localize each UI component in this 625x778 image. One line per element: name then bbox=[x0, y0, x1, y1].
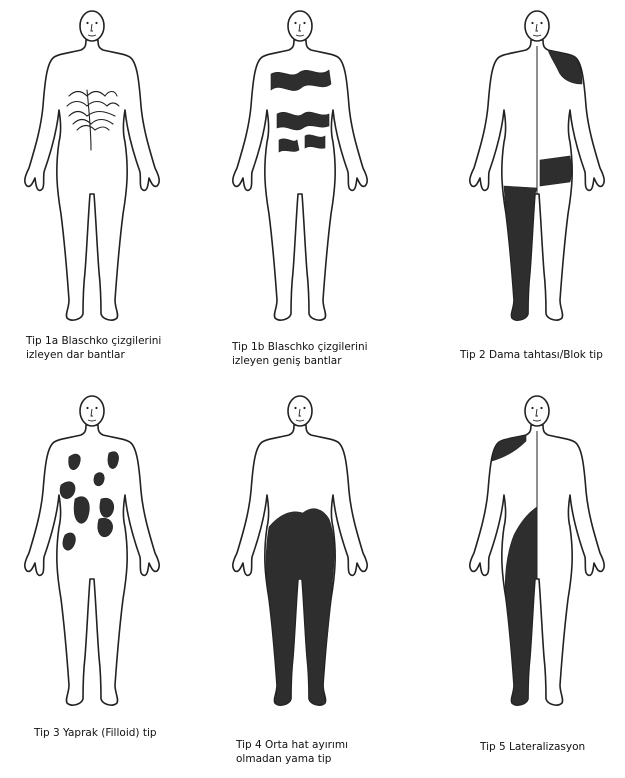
caption-tip3: Tip 3 Yaprak (Filloid) tip bbox=[34, 726, 157, 740]
tip1b-broad-band-2 bbox=[277, 112, 329, 130]
tip3-leaf-patch-8 bbox=[94, 473, 104, 486]
caption-tip2: Tip 2 Dama tahtası/Blok tip bbox=[460, 348, 603, 362]
tip1a-left-eye bbox=[86, 22, 88, 24]
tip3-leaf-patch-5 bbox=[100, 498, 114, 517]
tip4-right-eye bbox=[303, 407, 305, 409]
tip3-left-eye bbox=[86, 407, 88, 409]
tip1b-broad-band-3 bbox=[279, 139, 299, 152]
body-figure-tip1b bbox=[225, 10, 375, 330]
tip1a-body-outline bbox=[25, 40, 159, 320]
tip1b-right-eye bbox=[303, 22, 305, 24]
caption-tip1b: Tip 1b Blaschko çizgilerini izleyen geni… bbox=[232, 340, 368, 368]
tip4-left-eye bbox=[294, 407, 296, 409]
body-figure-tip1a bbox=[17, 10, 167, 330]
tip2-right-eye bbox=[540, 22, 542, 24]
tip2-hip-block bbox=[540, 156, 572, 186]
tip5-left-eye bbox=[531, 407, 533, 409]
tip2-left-eye bbox=[531, 22, 533, 24]
caption-tip1a: Tip 1a Blaschko çizgilerini izleyen dar … bbox=[26, 334, 161, 362]
caption-tip5: Tip 5 Lateralizasyon bbox=[480, 740, 585, 754]
body-figure-tip4 bbox=[225, 395, 375, 715]
tip1a-right-eye bbox=[95, 22, 97, 24]
body-figure-tip5 bbox=[462, 395, 612, 715]
body-figure-tip2 bbox=[462, 10, 612, 330]
caption-tip4: Tip 4 Orta hat ayırımı olmadan yama tip bbox=[236, 738, 348, 766]
tip3-body-outline bbox=[25, 425, 159, 705]
tip1b-left-eye bbox=[294, 22, 296, 24]
tip3-leaf-patch-4 bbox=[74, 497, 89, 524]
tip3-right-eye bbox=[95, 407, 97, 409]
body-figure-tip3 bbox=[17, 395, 167, 715]
tip1b-broad-band-4 bbox=[305, 135, 325, 149]
tip5-right-eye bbox=[540, 407, 542, 409]
